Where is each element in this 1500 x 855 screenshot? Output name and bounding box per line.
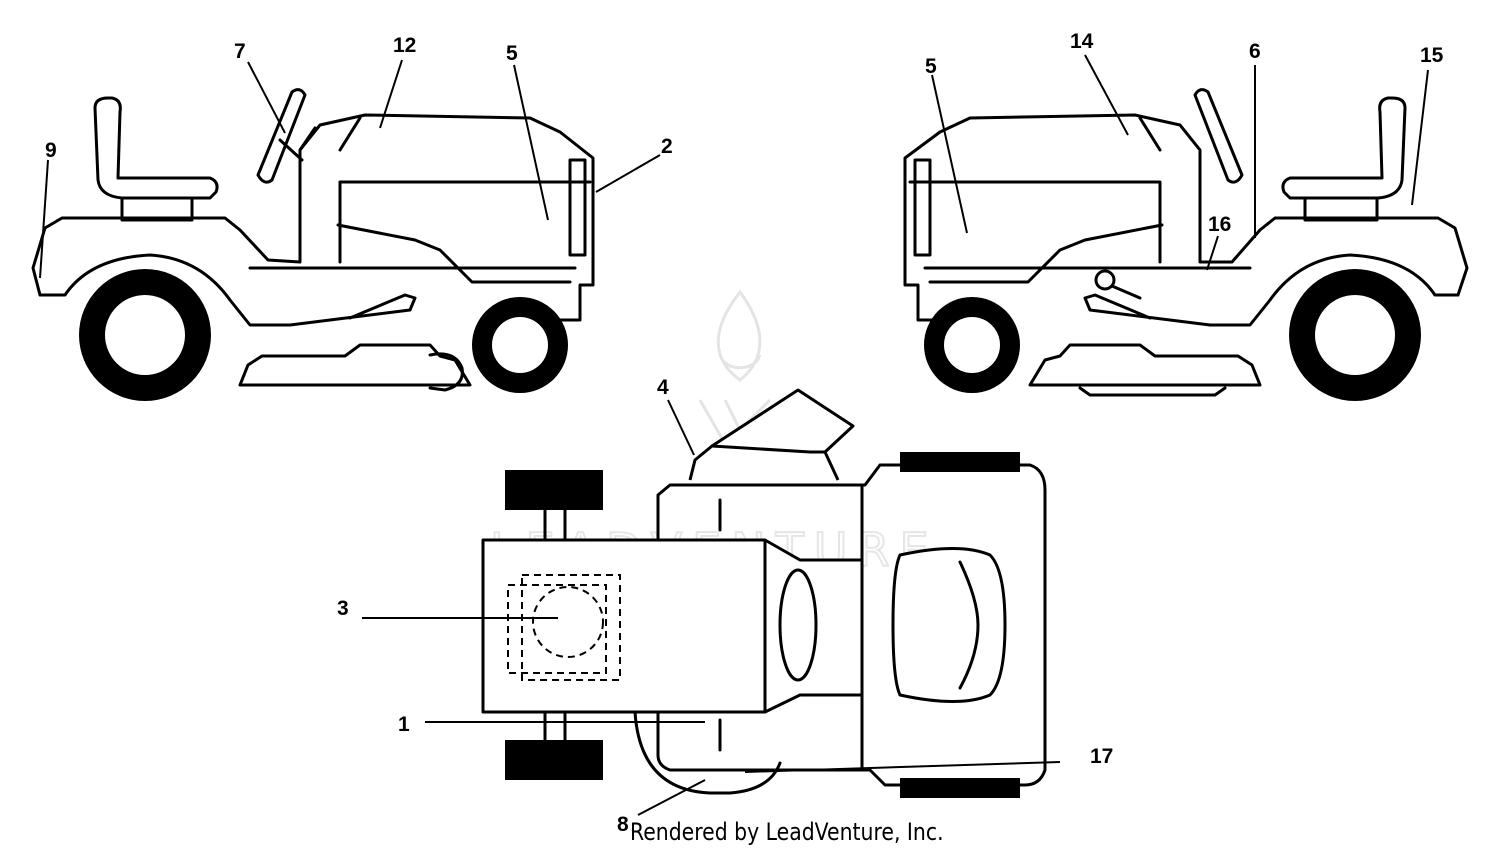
fender-arch (1208, 253, 1460, 327)
callout-6: 6 (1249, 40, 1261, 63)
hood (908, 116, 1164, 284)
tractor-right-view (903, 88, 1469, 401)
fuel-cap-outline (532, 586, 604, 658)
steering-wheel-top (778, 568, 818, 682)
callout-15: 15 (1420, 44, 1444, 67)
decal-location-box (521, 574, 621, 681)
rear-fender (903, 113, 1469, 322)
rear-tire-right (900, 778, 1020, 798)
seat (93, 96, 219, 200)
callout-17: 17 (1090, 745, 1113, 768)
seat-base (120, 196, 194, 222)
seat-back (958, 560, 980, 690)
deck-blade-guard (1078, 386, 1227, 397)
callout-4: 4 (657, 376, 669, 399)
grille (568, 158, 587, 257)
seat-base (1303, 196, 1379, 222)
front-axle (543, 508, 567, 742)
hood (336, 116, 592, 284)
grille (913, 158, 932, 257)
callout-3: 3 (337, 597, 349, 620)
front-tire-left (505, 470, 603, 510)
callout-8: 8 (617, 813, 629, 836)
fender-arch (38, 253, 292, 327)
callout-7: 7 (234, 40, 246, 63)
flame-icon (716, 289, 762, 382)
seat (1281, 96, 1407, 200)
mower-deck (1028, 343, 1262, 387)
callouts: 9 7 12 5 2 5 14 6 15 16 4 3 1 17 8 (45, 30, 1444, 836)
callout-9: 9 (45, 139, 57, 162)
tractor-top-view (481, 388, 1047, 798)
tractor-left-view (31, 88, 595, 401)
front-tire-right (505, 740, 603, 780)
steering-wheel (1193, 88, 1244, 184)
body-outline (656, 463, 1047, 787)
lift-lever-knob (1094, 269, 1116, 291)
callout-2: 2 (661, 135, 673, 158)
chassis (923, 266, 1252, 327)
deck-outline (633, 710, 782, 795)
lift-lever (1110, 284, 1142, 300)
steering-wheel (256, 88, 307, 184)
chassis (248, 266, 577, 327)
rear-tire-left (900, 452, 1020, 472)
callout-5-left: 5 (506, 42, 518, 65)
steering-column (278, 126, 317, 162)
seat-top (891, 547, 1007, 703)
callout-14: 14 (1070, 30, 1094, 53)
hood (481, 538, 864, 714)
discharge-chute (688, 388, 855, 481)
callout-12: 12 (393, 34, 416, 57)
leader-lines (39, 54, 1429, 816)
rendered-by-credit: Rendered by LeadVenture, Inc. (630, 818, 944, 846)
callout-16: 16 (1208, 213, 1231, 236)
chute-ribs (710, 444, 827, 454)
deck-chute (428, 352, 464, 392)
callout-5-right: 5 (925, 55, 937, 78)
callout-1: 1 (398, 713, 410, 736)
mower-deck (238, 343, 472, 387)
decal-location-box (507, 584, 607, 674)
